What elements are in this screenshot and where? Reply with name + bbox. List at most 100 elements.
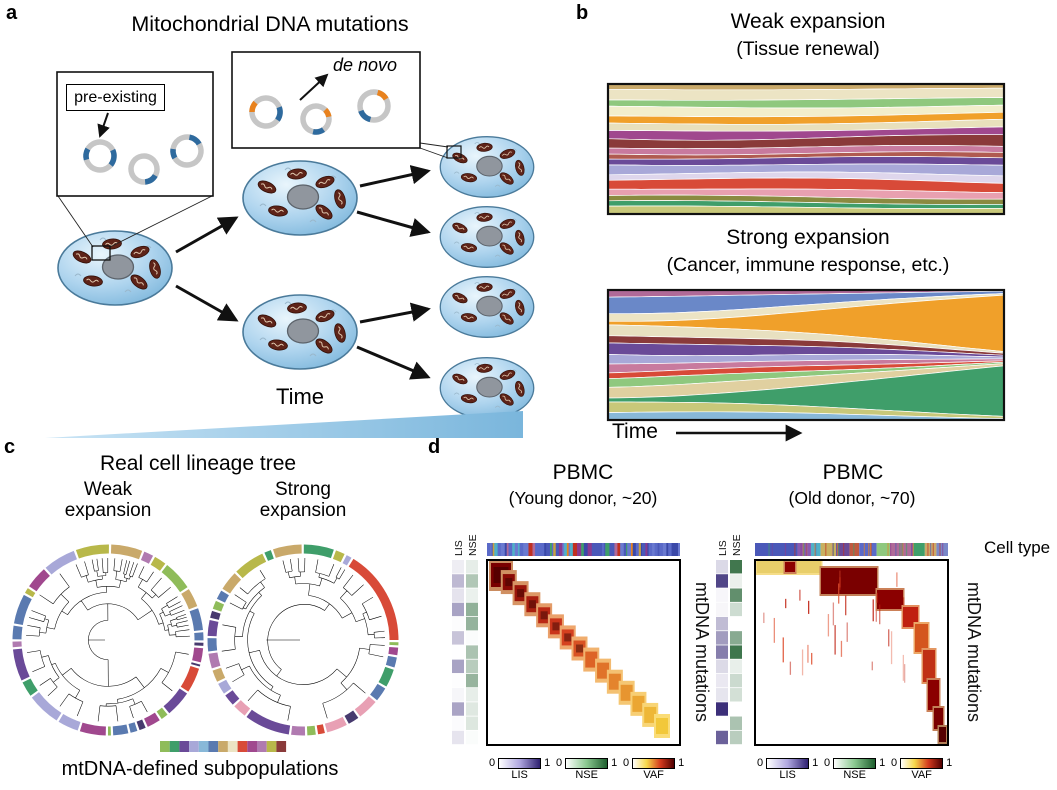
mtdna-ring bbox=[300, 103, 332, 135]
legend-swatch bbox=[266, 741, 277, 752]
strong-expansion-title: Strong expansion bbox=[726, 226, 890, 249]
subpopulation-ring-segment bbox=[212, 667, 226, 682]
weak-tree-label-line2: expansion bbox=[64, 500, 152, 521]
subpopulation-ring-segment bbox=[150, 556, 166, 571]
nse-colorbar bbox=[833, 757, 877, 769]
mitochondrion bbox=[130, 274, 148, 290]
weak-tree-label-line1: Weak bbox=[83, 479, 133, 500]
subpopulation-ring-segment bbox=[324, 716, 347, 733]
scale-label: NSE bbox=[575, 769, 598, 781]
nucleus bbox=[101, 254, 135, 280]
subpopulation-ring-segment bbox=[388, 646, 399, 656]
scale-label: VAF bbox=[643, 769, 664, 781]
denovo-label: de novo bbox=[333, 55, 398, 75]
subpopulation-ring-segment bbox=[45, 550, 78, 575]
subpopulation-ring-segment bbox=[291, 725, 306, 736]
celltype-bar-young bbox=[487, 543, 680, 556]
scale-max: 1 bbox=[812, 757, 819, 769]
subpopulation-ring-segment bbox=[212, 600, 225, 612]
mitochondrion bbox=[268, 205, 288, 217]
subpopulation-ring-segment bbox=[13, 594, 32, 626]
mitochondrion bbox=[499, 242, 514, 255]
subpopulation-ring-segment bbox=[192, 647, 204, 663]
heatmap-young bbox=[486, 559, 681, 746]
subpopulation-ring-segment bbox=[180, 665, 200, 692]
subpopulation-ring-segment bbox=[208, 652, 221, 669]
mitochondrion bbox=[476, 363, 493, 373]
legend-swatch bbox=[208, 741, 219, 752]
mitochondrion bbox=[452, 222, 468, 234]
mitochondrion bbox=[499, 218, 516, 229]
mtdna-mutations-label-young: mtDNA mutations bbox=[692, 582, 712, 722]
mitochondrion bbox=[499, 172, 514, 185]
subpopulation-ring-segment bbox=[385, 655, 397, 668]
division-arrow bbox=[359, 165, 431, 188]
legend-swatch bbox=[227, 741, 238, 752]
granddaughter-cell bbox=[439, 357, 535, 419]
nse-column-old bbox=[730, 560, 742, 745]
mitochondrion bbox=[315, 204, 333, 220]
division-arrow bbox=[356, 345, 431, 380]
mitochondrion bbox=[257, 180, 277, 194]
subpopulation-ring-segment bbox=[306, 725, 316, 736]
mitochondrion bbox=[476, 282, 493, 292]
pbmc-old-title: PBMC bbox=[822, 461, 884, 484]
weak-lineage-tree bbox=[26, 558, 190, 722]
panel-d-label: d bbox=[428, 436, 441, 458]
mitochondrion bbox=[515, 380, 525, 397]
mitochondrion bbox=[268, 339, 288, 351]
mitochondrion bbox=[460, 394, 478, 404]
lis-column-old bbox=[716, 560, 728, 745]
legend-swatch bbox=[189, 741, 199, 752]
scale-min: 0 bbox=[824, 757, 831, 769]
mitochondrion bbox=[460, 243, 478, 253]
legend-swatch bbox=[198, 741, 209, 752]
subpopulation-ring-segment bbox=[378, 666, 394, 687]
mitochondrion bbox=[499, 312, 514, 325]
nse-colorbar bbox=[565, 757, 609, 769]
subpopulation-ring-segment bbox=[75, 544, 109, 559]
scale-label: LIS bbox=[511, 769, 528, 781]
mitochondrion bbox=[315, 309, 335, 323]
scale-label: LIS bbox=[779, 769, 796, 781]
scale-min: 0 bbox=[489, 757, 496, 769]
mtdna-ring bbox=[83, 139, 117, 173]
scale-min: 0 bbox=[891, 757, 898, 769]
lis-column-young bbox=[452, 560, 464, 745]
panel-c-label: c bbox=[4, 436, 16, 458]
division-arrow bbox=[175, 284, 239, 322]
scale-max: 1 bbox=[544, 757, 551, 769]
subpopulation-ring-segment bbox=[303, 544, 334, 559]
preexisting-label: pre-existing bbox=[66, 84, 165, 111]
nucleus bbox=[476, 295, 503, 317]
pbmc-young-subtitle: (Young donor, ~20) bbox=[508, 488, 658, 508]
mtdna-mutations-label-old: mtDNA mutations bbox=[964, 582, 984, 722]
subpopulation-ring-segment bbox=[225, 690, 240, 705]
subpopulation-ring-segment bbox=[332, 550, 345, 563]
subpopulation-ring-segment bbox=[370, 683, 386, 701]
lis-scale-old: 0 1 LIS bbox=[757, 757, 819, 781]
pbmc-old-subtitle: (Old donor, ~70) bbox=[788, 488, 916, 508]
nucleus bbox=[476, 225, 503, 247]
preexisting-arrow bbox=[97, 112, 110, 138]
nse-label-young: NSE bbox=[467, 534, 479, 556]
panel-a-label: a bbox=[6, 2, 18, 24]
subpopulation-ring-segment bbox=[163, 688, 188, 714]
granddaughter-cell bbox=[439, 136, 535, 198]
subpopulation-ring-segment bbox=[316, 724, 325, 735]
mitochondrion bbox=[476, 142, 493, 152]
nucleus bbox=[286, 184, 320, 210]
legend-swatch bbox=[257, 741, 267, 752]
granddaughter-cell bbox=[439, 276, 535, 338]
panel-c-art bbox=[12, 544, 399, 752]
zoom-box bbox=[446, 145, 462, 159]
subpopulation-ring-segment bbox=[348, 558, 399, 641]
mtdna-ring bbox=[357, 89, 391, 123]
strong-expansion-subtitle: (Cancer, immune response, etc.) bbox=[666, 254, 950, 276]
subpopulation-ring-segment bbox=[136, 719, 146, 731]
time-label-b: Time bbox=[612, 420, 658, 443]
lis-label-old: LIS bbox=[717, 540, 729, 556]
panel-a-art bbox=[45, 51, 535, 438]
